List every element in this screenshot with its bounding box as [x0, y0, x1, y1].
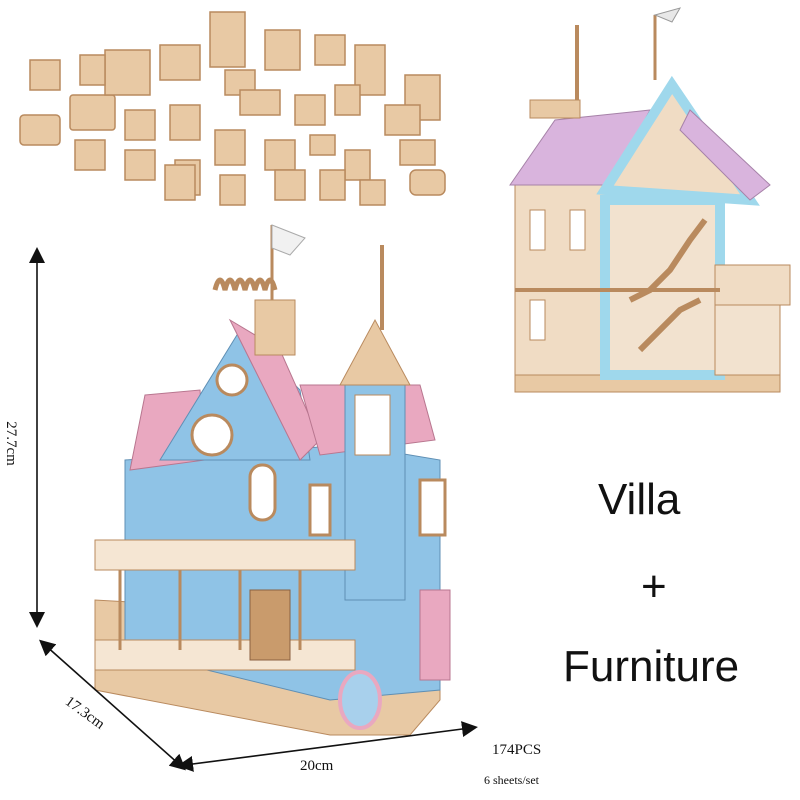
height-dimension-label: 27.7cm — [2, 421, 19, 466]
sheets-count-label: 6 sheets/set — [484, 773, 539, 787]
width-arrow — [177, 721, 478, 772]
width-dimension-label: 20cm — [300, 758, 334, 774]
plus-label: + — [641, 562, 667, 611]
villa-label: Villa — [598, 475, 681, 524]
pieces-count-label: 174PCS — [492, 742, 542, 758]
depth-arrow — [39, 639, 186, 771]
furniture-label: Furniture — [563, 642, 740, 691]
